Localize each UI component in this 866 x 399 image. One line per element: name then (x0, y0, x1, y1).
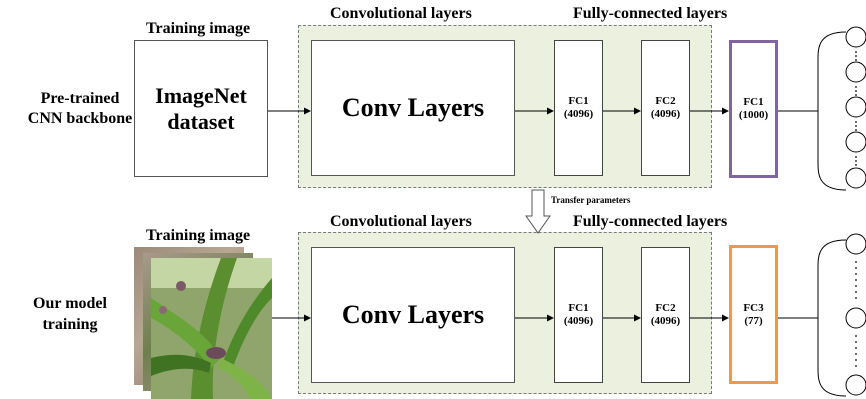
fc1-top-size: (4096) (563, 108, 594, 120)
output-layer-bottom: FC3(77) (729, 245, 778, 384)
output-nodes-top (845, 26, 866, 189)
output-top-size: (1000) (738, 109, 769, 121)
fc2-top: FC2(4096) (641, 40, 690, 176)
output-node-icon (845, 131, 866, 153)
output-dots-bottom (855, 261, 857, 367)
output-node-icon (845, 96, 866, 118)
imagenet-dataset-box: ImageNet dataset (134, 40, 268, 177)
row-label-line1-bottom: Our model (33, 295, 107, 312)
output-bottom-size: (77) (744, 314, 763, 327)
conv-section-title-bottom: Convolutional layers (330, 213, 472, 230)
fc-section-title-top: Fully-connected layers (573, 5, 728, 22)
dataset-name: ImageNet dataset (155, 83, 247, 135)
output-bracket-top (817, 31, 847, 191)
fc2-bottom-size: (4096) (650, 315, 681, 327)
fc2-top-size: (4096) (650, 108, 681, 120)
training-image-title: Training image (146, 20, 251, 37)
output-node-icon (845, 307, 866, 329)
fc2-bottom-name: FC2 (655, 302, 676, 314)
crop-photo-front (151, 258, 272, 399)
fc-section-title-bottom: Fully-connected layers (573, 213, 728, 230)
conv-section-title-top: Convolutional layers (330, 5, 472, 22)
output-nodes-bottom (845, 233, 866, 396)
fc1-bottom: FC1(4096) (554, 247, 603, 383)
fc2-top-name: FC2 (655, 95, 676, 107)
row-label-line1: Pre-trained (40, 90, 120, 107)
output-node-icon (845, 61, 866, 83)
dataset-line2: dataset (167, 108, 235, 134)
fc2-bottom: FC2(4096) (641, 247, 690, 383)
fc1-bottom-name: FC1 (568, 302, 589, 314)
transfer-parameters-label: Transfer parameters (551, 195, 631, 205)
output-node-icon (845, 167, 866, 189)
row-label-pretrained: Pre-trained CNN backbone (18, 89, 142, 129)
output-dots-top (855, 51, 857, 166)
training-image-title-bottom: Training image (146, 227, 251, 244)
output-bracket-bottom (817, 239, 847, 397)
output-top-name: FC1 (743, 96, 764, 108)
fc1-top-name: FC1 (568, 95, 589, 107)
hollow-down-arrow-icon (525, 189, 551, 234)
row-label-our-model: Our model training (10, 293, 130, 335)
conv-layers-block-bottom: Conv Layers (311, 247, 515, 383)
conv-layers-block-top: Conv Layers (311, 40, 515, 176)
row-label-line2-bottom: training (42, 316, 98, 333)
row-label-line2: CNN backbone (27, 110, 133, 127)
fc1-top: FC1(4096) (554, 40, 603, 176)
output-bottom-name: FC3 (743, 301, 764, 314)
output-node-icon (845, 26, 866, 48)
output-node-icon (845, 374, 866, 396)
crop-photo-icon (151, 258, 272, 399)
output-node-icon (845, 233, 866, 255)
output-layer-top: FC1(1000) (729, 40, 778, 178)
fc1-bottom-size: (4096) (563, 315, 594, 327)
dataset-line1: ImageNet (155, 82, 247, 108)
